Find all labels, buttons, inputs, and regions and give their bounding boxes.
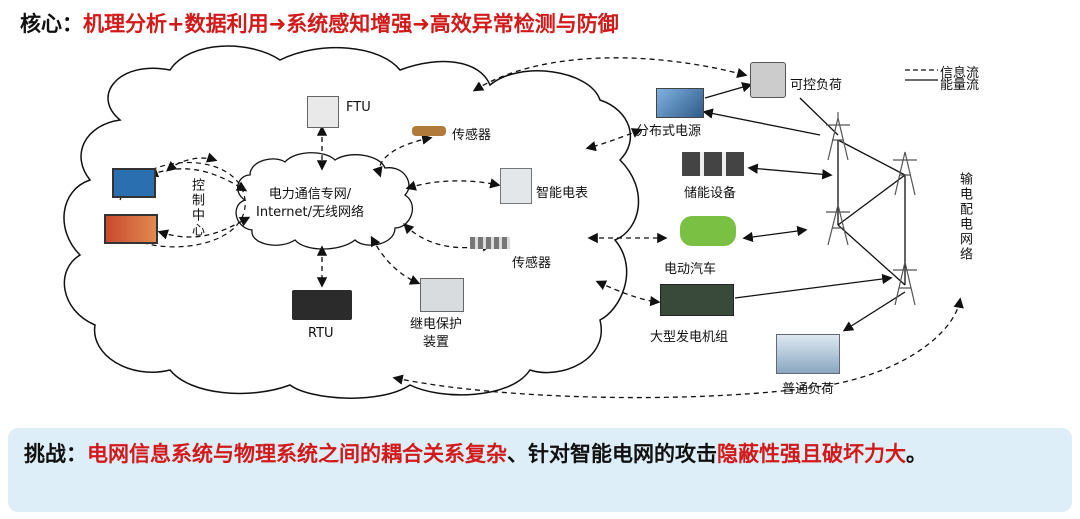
generator-icon <box>660 284 734 316</box>
title-prefix: 核心： <box>20 12 83 36</box>
page-title: 核心：机理分析+数据利用➜系统感知增强➜高效异常检测与防御 <box>20 8 619 38</box>
factory-icon <box>776 334 840 374</box>
sensor-icon <box>412 126 446 136</box>
normal-load-label: 普通负荷 <box>782 382 835 397</box>
monitor-icon <box>112 168 156 198</box>
legend-info-flow: 信息流 <box>940 66 980 81</box>
electric-car-icon <box>680 216 736 246</box>
network-label: 电力通信专网/ Internet/无线网络 <box>256 187 364 220</box>
relay-label: 继电保护 装置 <box>410 317 463 350</box>
challenge-part3: 隐蔽性强且破坏力大 <box>717 442 906 466</box>
relay-icon <box>420 278 464 312</box>
ftu-label: FTU <box>346 100 371 115</box>
distributed-power-label: 分布式电源 <box>636 124 702 139</box>
washing-machine-icon <box>750 62 786 98</box>
sensor-top-label: 传感器 <box>452 128 492 143</box>
generator-label: 大型发电机组 <box>650 330 729 345</box>
video-wall-icon <box>104 214 158 244</box>
challenge-part4: 。 <box>906 442 927 466</box>
battery-cabinet-icon <box>682 152 744 176</box>
diagram-canvas <box>63 45 964 399</box>
sensor-bottom-label: 传感器 <box>512 256 552 271</box>
challenge-prefix: 挑战： <box>24 442 87 466</box>
rtu-icon <box>292 290 352 320</box>
smart-meter-label: 智能电表 <box>536 186 589 201</box>
ftu-cabinet-icon <box>307 96 339 128</box>
challenge-text: 挑战：电网信息系统与物理系统之间的耦合关系复杂、针对智能电网的攻击隐蔽性强且破坏… <box>24 438 1064 470</box>
solar-panel-icon <box>656 88 704 118</box>
challenge-part2: 、针对智能电网的攻击 <box>507 442 717 466</box>
smart-meter-icon <box>500 168 532 204</box>
title-text: 机理分析+数据利用➜系统感知增强➜高效异常检测与防御 <box>83 12 619 36</box>
control-center-label: 控制中心 <box>189 178 204 238</box>
energy-storage-label: 储能设备 <box>684 186 737 201</box>
transmission-tower-icon <box>826 112 917 306</box>
challenge-box: 挑战：电网信息系统与物理系统之间的耦合关系复杂、针对智能电网的攻击隐蔽性强且破坏… <box>8 428 1072 512</box>
controllable-load-label: 可控负荷 <box>790 78 843 93</box>
challenge-part1: 电网信息系统与物理系统之间的耦合关系复杂 <box>87 442 507 466</box>
legend-energy-flow: 能量流 <box>940 78 980 93</box>
grid-label: 输电配电网络 <box>957 172 972 262</box>
ev-label: 电动汽车 <box>664 262 717 277</box>
sensor-cluster-icon <box>470 237 510 249</box>
rtu-label: RTU <box>308 326 334 341</box>
